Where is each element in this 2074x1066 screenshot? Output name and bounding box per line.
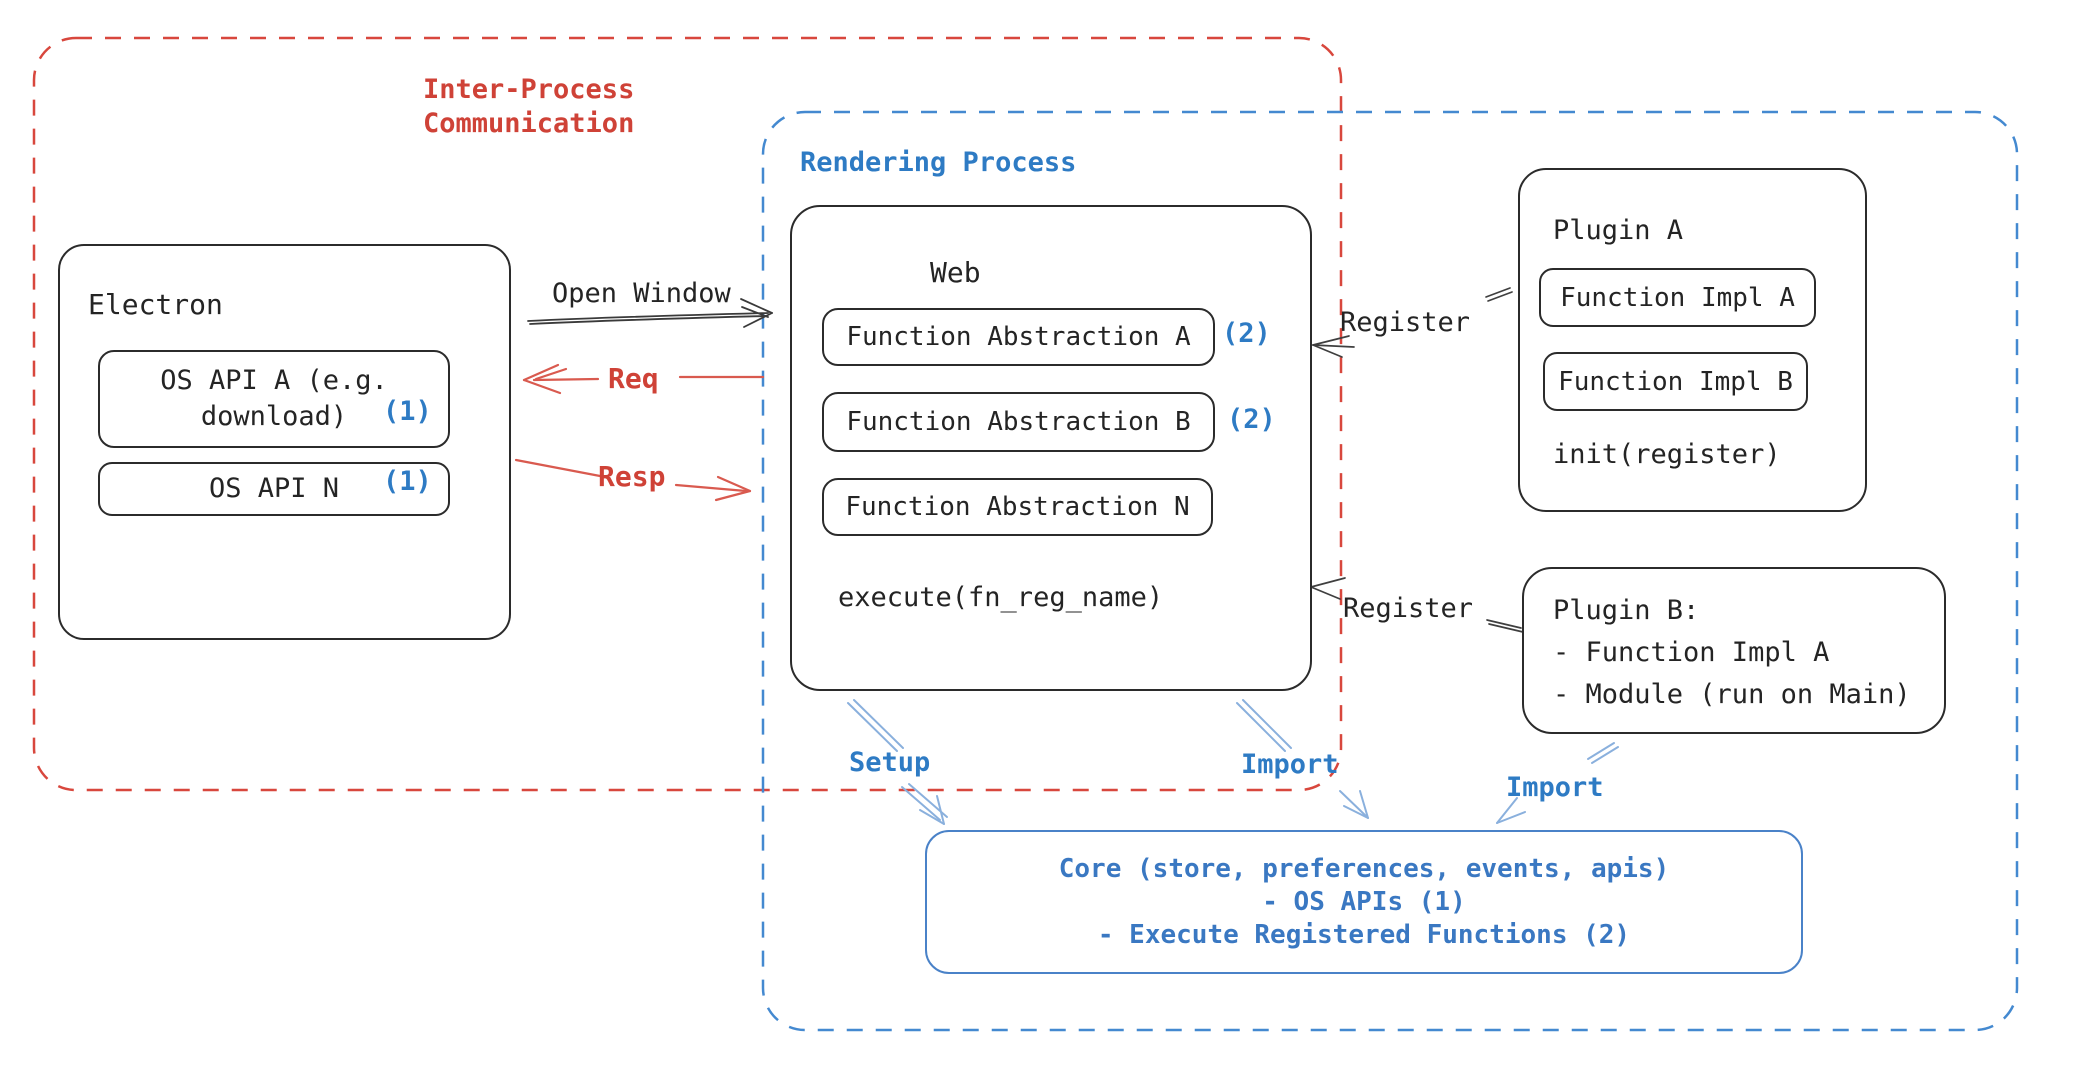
core-text: Core (store, preferences, events, apis) …	[1058, 853, 1670, 950]
resp-label: Resp	[598, 460, 666, 493]
plugin-b-node	[1522, 567, 1946, 734]
os-api-n-label: OS API N	[208, 473, 340, 504]
function-abstraction-a-label: Function Abstraction A	[846, 322, 1191, 352]
os-api-a-node: OS API A (e.g. download)	[98, 350, 450, 448]
os-api-a-label: OS API A (e.g. download)	[160, 365, 388, 432]
plugin-a-init-label: init(register)	[1553, 439, 1781, 470]
os-api-a-badge: (1)	[383, 396, 432, 427]
register-plugin-a-arrow	[1312, 287, 1513, 358]
function-abstraction-n-node: Function Abstraction N	[822, 478, 1213, 536]
web-execute-label: execute(fn_reg_name)	[838, 582, 1164, 613]
plugin-b-text: Plugin B: - Function Impl A - Module (ru…	[1553, 595, 1911, 710]
import-plugin-label: Import	[1506, 772, 1604, 803]
plugin-a-node	[1518, 168, 1867, 512]
function-abstraction-n-label: Function Abstraction N	[845, 492, 1190, 522]
os-api-n-node: OS API N	[98, 462, 450, 516]
function-impl-a-node: Function Impl A	[1539, 268, 1816, 327]
req-arrow	[522, 363, 765, 395]
function-abstraction-b-label: Function Abstraction B	[846, 407, 1191, 437]
function-impl-b-node: Function Impl B	[1543, 352, 1808, 411]
import-web-label: Import	[1241, 749, 1339, 780]
setup-arrow	[847, 699, 948, 825]
electron-title: Electron	[88, 288, 223, 321]
open-window-label: Open Window	[552, 278, 731, 309]
import-plugin-arrow	[1496, 742, 1619, 824]
core-node: Core (store, preferences, events, apis) …	[925, 830, 1803, 974]
import-web-arrow	[1236, 699, 1369, 819]
register-plugin-b-label: Register	[1343, 593, 1474, 624]
function-abstraction-a-node: Function Abstraction A	[822, 308, 1215, 366]
function-abstraction-b-node: Function Abstraction B	[822, 392, 1215, 452]
ipc-group-label: Inter-Process Communication	[423, 74, 635, 139]
os-api-n-badge: (1)	[383, 466, 432, 497]
resp-arrow	[514, 458, 752, 502]
setup-label: Setup	[849, 747, 931, 778]
function-impl-a-label: Function Impl A	[1560, 282, 1795, 313]
open-window-arrow	[527, 298, 773, 328]
function-abstraction-a-badge: (2)	[1222, 318, 1271, 349]
web-title: Web	[930, 256, 981, 289]
rendering-group-frame	[761, 110, 2019, 1032]
rendering-group-label: Rendering Process	[800, 147, 1077, 178]
ipc-group-frame	[32, 36, 1343, 792]
register-plugin-a-label: Register	[1340, 307, 1471, 338]
plugin-a-title: Plugin A	[1553, 215, 1684, 246]
register-plugin-b-arrow	[1310, 577, 1524, 633]
req-label: Req	[608, 362, 659, 395]
function-abstraction-b-badge: (2)	[1227, 404, 1276, 435]
function-impl-b-label: Function Impl B	[1558, 366, 1793, 397]
